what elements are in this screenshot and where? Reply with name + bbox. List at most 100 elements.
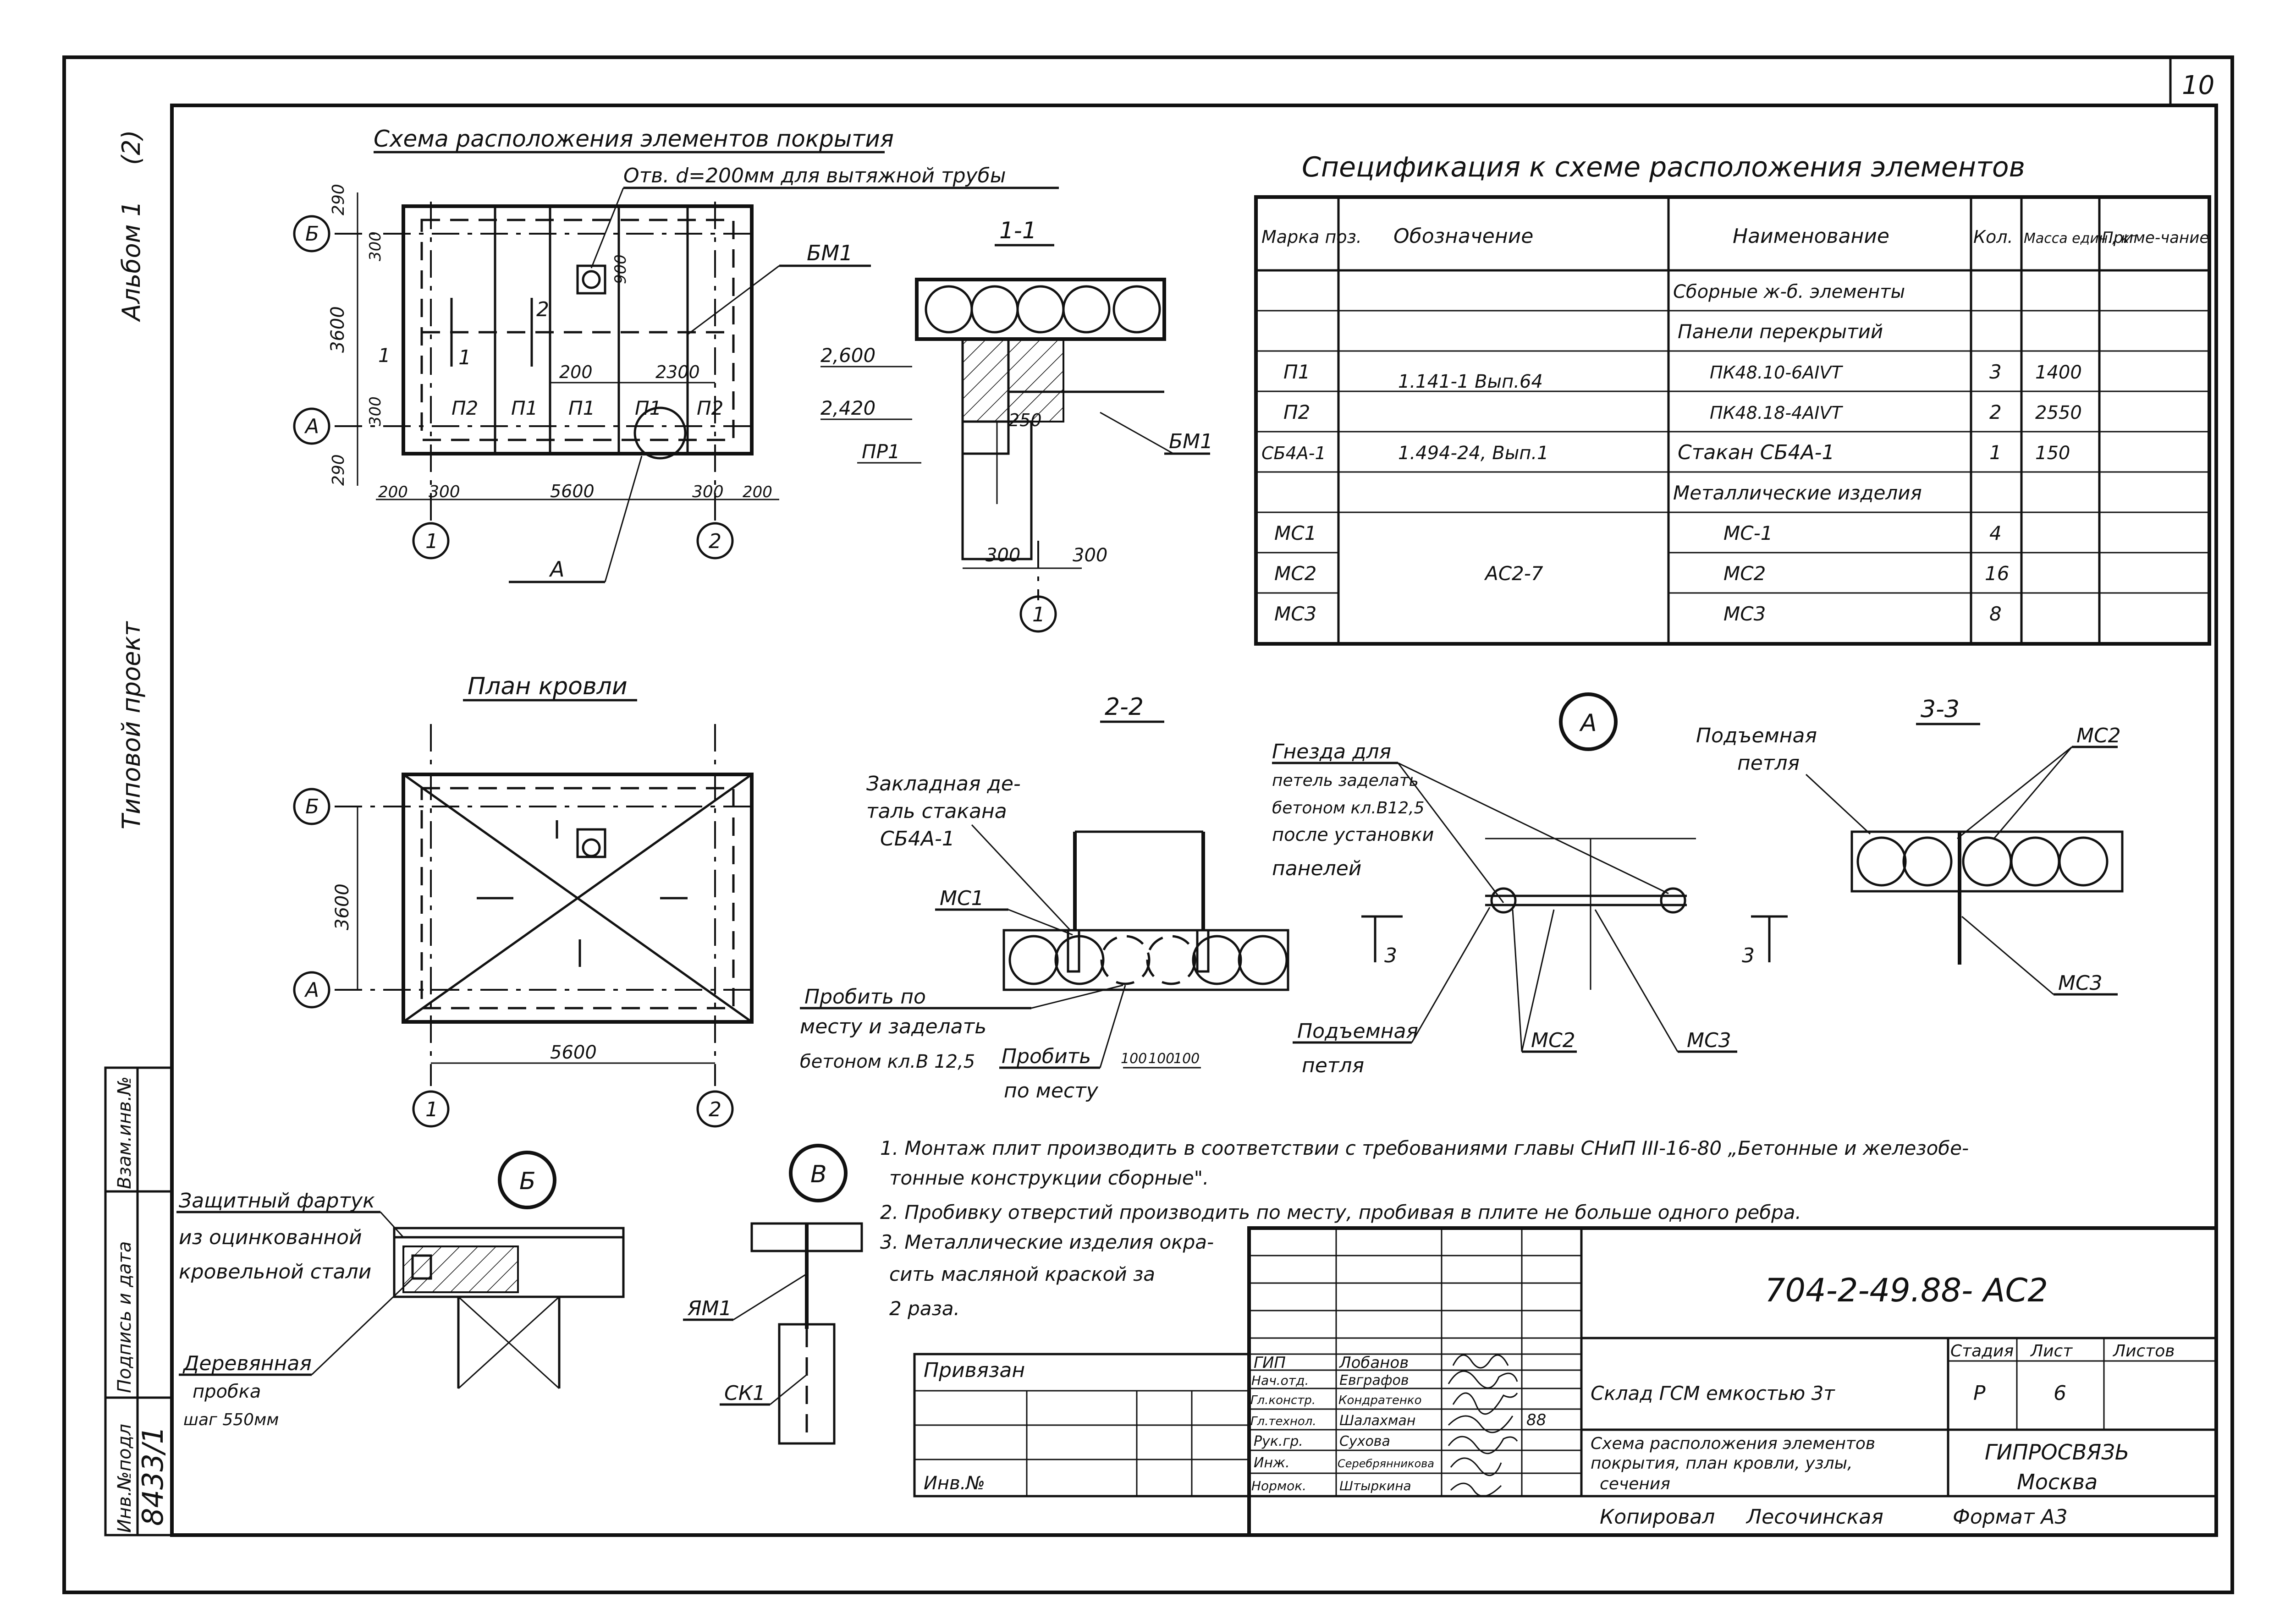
section-2-2-title: 2-2 xyxy=(1105,693,1144,721)
section-2-2-punch-here-1: Пробить xyxy=(1002,1045,1091,1068)
section-2-2-punch-3: бетоном кл.В 12,5 xyxy=(800,1051,975,1072)
spec-row-8-mark: МС3 xyxy=(1274,603,1316,625)
detail-v-marker: В xyxy=(810,1161,827,1188)
roof-plan-axis-a: А xyxy=(304,978,319,1002)
section-1-1: 1-1 250 2,600 2,420 ПР1 БМ1 300 300 1 xyxy=(820,217,1213,633)
section-2-2-note-3: СБ4А-1 xyxy=(880,827,955,850)
drawing-frame: 10 xyxy=(62,55,2234,1594)
spec-row-2-designation: 1.141-1 Вып.64 xyxy=(1398,371,1543,392)
section-1-1-title: 1-1 xyxy=(999,217,1037,244)
detail-b-apron-1: Защитный фартук xyxy=(179,1189,375,1213)
inv-number: 8433/1 xyxy=(136,1426,170,1526)
layout-scheme-title: Схема расположения элементов покрытия xyxy=(374,126,894,152)
spec-header-name: Наименование xyxy=(1733,225,1889,248)
dim-290-top: 290 xyxy=(329,184,348,215)
spec-row-2-name: ПК48.10-6АIVТ xyxy=(1710,362,1843,383)
tb-copied: Копировал xyxy=(1600,1505,1715,1529)
tb-name-6: Штыркина xyxy=(1339,1478,1411,1493)
tb-sheets-label: Листов xyxy=(2112,1342,2175,1361)
layout-detail-a-label: А xyxy=(549,557,564,582)
detail-b-marker: Б xyxy=(519,1168,536,1195)
spec-row-4-designation: 1.494-24, Вып.1 xyxy=(1398,443,1549,464)
tb-inv-no: Инв.№ xyxy=(924,1473,985,1494)
detail-a-lift-2: петля xyxy=(1302,1054,1364,1077)
tb-sheet-label: Лист xyxy=(2030,1342,2073,1361)
title-block: Привязан Инв.№ 704-2-49.88- АС2 ГИП Нач.… xyxy=(913,1226,2218,1537)
section-2-2: 2-2 Закладная де- таль стакана СБ4А-1 МС… xyxy=(800,693,1289,1103)
section-2-2-d100a: 100 xyxy=(1121,1051,1147,1067)
tb-name-5: Серебрянникова xyxy=(1338,1457,1434,1470)
spec-row-2-qty: 3 xyxy=(1989,361,2002,383)
spec-row-2-mass: 1400 xyxy=(2035,362,2082,383)
detail-a: А Гнезда для петель заделать бетоном кл.… xyxy=(1272,692,1788,1077)
tb-role-5: Инж. xyxy=(1254,1455,1290,1471)
spec-header-mark: Марка поз. xyxy=(1261,227,1362,247)
detail-a-lift-1: Подъемная xyxy=(1297,1020,1418,1043)
spec-row-5-name: Металлические изделия xyxy=(1673,482,1922,504)
spec-row-7-designation: АС2-7 xyxy=(1484,562,1543,585)
note-2: 2. Пробивку отверстий производить по мес… xyxy=(880,1201,1801,1223)
detail-a-mc2: МС2 xyxy=(1531,1029,1575,1052)
spec-header-qty: Кол. xyxy=(1973,227,2013,247)
detail-v-sk1: СК1 xyxy=(724,1382,765,1405)
tb-project: Склад ГСМ емкостью 3т xyxy=(1591,1382,1835,1405)
roof-plan-d5600: 5600 xyxy=(550,1042,597,1063)
tb-stage: Р xyxy=(1973,1382,1986,1405)
dim-290-bottom: 290 xyxy=(329,454,348,486)
signature-4 xyxy=(1448,1436,1518,1454)
panel-label-p1-a: П1 xyxy=(511,397,538,419)
roof-plan-axis-b: Б xyxy=(305,795,319,818)
tb-org: ГИПРОСВЯЗЬ xyxy=(1985,1440,2129,1465)
tb-role-3: Гл.технол. xyxy=(1250,1415,1316,1428)
section-1-1-elev-2420: 2,420 xyxy=(820,397,875,419)
spec-header-mass: Масса един., кг xyxy=(2024,230,2136,247)
dim-200-right: 200 xyxy=(743,483,772,501)
detail-a-note-5: панелей xyxy=(1272,857,1361,880)
roof-plan-axis-2: 2 xyxy=(709,1098,721,1121)
note-3b: сить масляной краской за xyxy=(889,1263,1155,1285)
spec-row-6-name: МС-1 xyxy=(1723,522,1773,544)
roof-plan: План кровли 3600 5600 Б А 1 2 xyxy=(293,673,756,1128)
dim-5600: 5600 xyxy=(550,481,595,501)
tb-city: Москва xyxy=(2017,1470,2098,1494)
layout-bm1-label: БМ1 xyxy=(807,241,853,265)
section-1-1-elev-2600: 2,600 xyxy=(820,344,875,367)
spec-row-6-mark: МС1 xyxy=(1274,522,1316,544)
panel-label-p2-right: П2 xyxy=(697,397,723,419)
layout-scheme: Схема расположения элементов покрытия От… xyxy=(293,126,1059,583)
note-3c: 2 раза. xyxy=(889,1297,960,1320)
spec-row-3-name: ПК48.18-4АIVТ xyxy=(1710,403,1843,423)
tb-privyazan: Привязан xyxy=(924,1359,1025,1382)
spec-row-4-name: Стакан СБ4А-1 xyxy=(1678,441,1834,464)
detail-a-note-1: Гнезда для xyxy=(1272,740,1391,763)
detail-a-marker: А xyxy=(1579,709,1597,737)
section-1-1-axis: 1 xyxy=(1032,603,1045,626)
album-part-label: (2) xyxy=(117,130,146,165)
spec-row-8-name: МС3 xyxy=(1723,603,1766,625)
detail-a-note-4: после установки xyxy=(1272,824,1434,845)
tb-role-2: Гл.констр. xyxy=(1250,1394,1316,1407)
signature-6 xyxy=(1450,1482,1502,1497)
detail-a-sec3-left: 3 xyxy=(1384,944,1397,967)
spec-row-4-qty: 1 xyxy=(1989,441,2002,464)
panel-label-p1-c: П1 xyxy=(635,397,661,419)
detail-b: Б Защитный фартук из оцинкованной кровел… xyxy=(176,1151,625,1429)
section-1-1-d300a: 300 xyxy=(986,545,1020,566)
spec-row-0-name: Сборные ж-б. элементы xyxy=(1673,281,1905,302)
dim-2300: 2300 xyxy=(655,362,700,382)
panel-label-p2-left: П2 xyxy=(451,397,478,419)
tb-desc-1: Схема расположения элементов xyxy=(1591,1434,1875,1453)
tb-desc-3: сечения xyxy=(1600,1475,1670,1493)
note-3a: 3. Металлические изделия окра- xyxy=(880,1231,1214,1253)
dim-300-right: 300 xyxy=(692,483,724,501)
spec-header-note: Приме-чание xyxy=(2102,229,2209,247)
tb-name-2: Кондратенко xyxy=(1338,1394,1422,1407)
roof-plan-axis-1: 1 xyxy=(425,1098,438,1121)
dim-300-left: 300 xyxy=(429,483,460,501)
stamp-label-inv: Инв.№подл xyxy=(114,1424,135,1533)
section-3-3-title: 3-3 xyxy=(1921,696,1960,723)
section-3-3: 3-3 Подъемная петля МС2 МС3 xyxy=(1696,696,2124,996)
spec-row-4-mass: 150 xyxy=(2035,443,2070,464)
tb-desc-2: покрытия, план кровли, узлы, xyxy=(1591,1454,1853,1473)
